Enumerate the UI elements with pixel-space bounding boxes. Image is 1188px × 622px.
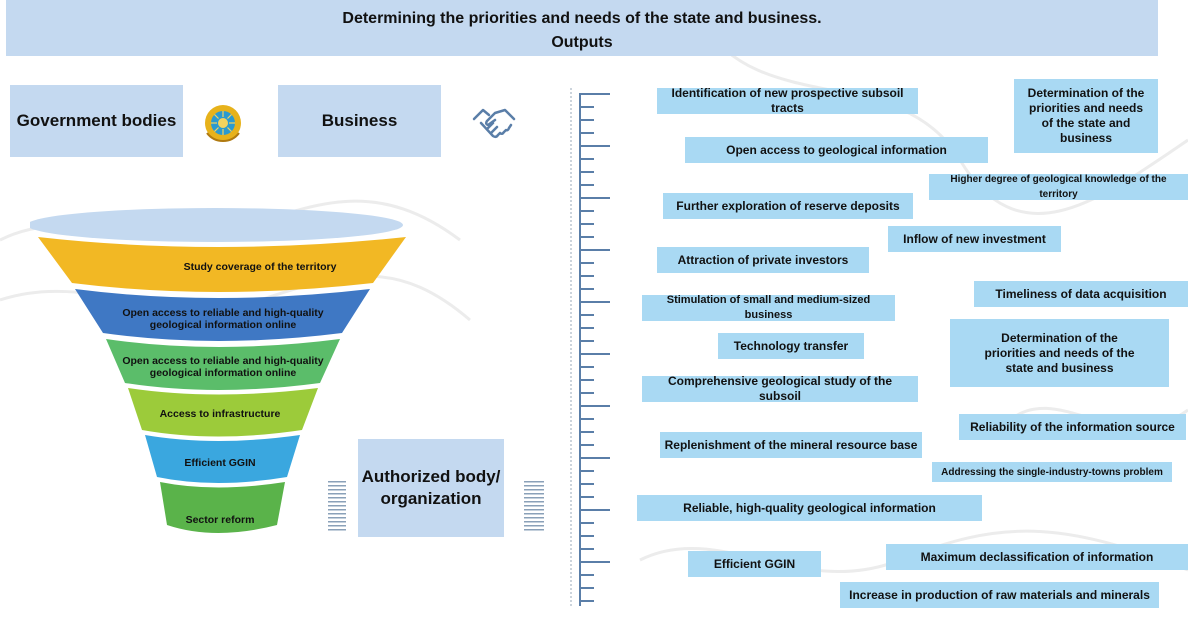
output-item: Attraction of private investors: [657, 247, 869, 273]
authorized-body-box: Authorized body/ organization: [358, 439, 504, 537]
output-item: Increase in production of raw materials …: [840, 582, 1159, 608]
output-item: Addressing the single-industry-towns pro…: [932, 462, 1172, 482]
output-item: Determination of the priorities and need…: [1014, 79, 1158, 153]
funnel-label-6: Sector reform: [185, 514, 255, 526]
output-item: Stimulation of small and medium-sized bu…: [642, 294, 895, 321]
output-item: Reliability of the information source: [959, 414, 1186, 440]
header-subtitle: Outputs: [551, 34, 613, 51]
priorities-funnel: [30, 208, 406, 533]
output-item: Identification of new prospective subsoi…: [657, 86, 918, 115]
funnel-level-2: [75, 289, 370, 341]
output-item: Technology transfer: [718, 333, 864, 359]
output-item: Higher degree of geological knowledge of…: [929, 174, 1188, 200]
government-bodies-box: Government bodies: [10, 85, 183, 157]
output-item: Inflow of new investment: [888, 226, 1061, 252]
outputs-ruler: [570, 88, 610, 606]
output-item: Open access to geological information: [685, 137, 988, 163]
header-banner: Determining the priorities and needs of …: [6, 0, 1158, 56]
output-item: Efficient GGIN: [688, 551, 821, 577]
funnel-level-6: [160, 482, 285, 533]
output-item: Further exploration of reserve deposits: [663, 193, 913, 219]
output-item: Comprehensive geological study of the su…: [642, 374, 918, 403]
funnel-top-rim: [30, 208, 403, 242]
header-title: Determining the priorities and needs of …: [342, 10, 822, 27]
funnel-level-5: [145, 435, 300, 483]
funnel-label-2: Open access to reliable and high-quality…: [122, 307, 324, 331]
funnel-label-5: Efficient GGIN: [184, 457, 256, 469]
output-item: Determination of the priorities and need…: [950, 319, 1169, 387]
output-item: Replenishment of the mineral resource ba…: [660, 432, 922, 458]
dotted-connector-left: [328, 481, 346, 531]
business-box: Business: [278, 85, 441, 157]
kazakhstan-emblem-icon: [205, 105, 241, 143]
funnel-label-3: Open access to reliable and high-quality…: [122, 355, 324, 379]
output-item: Reliable, high-quality geological inform…: [637, 495, 982, 521]
funnel-level-4: [128, 388, 318, 437]
funnel-level-1: [38, 237, 406, 292]
dotted-connector-right: [524, 481, 544, 531]
output-item: Timeliness of data acquisition: [974, 281, 1188, 307]
funnel-label-1: Study coverage of the territory: [183, 261, 337, 273]
funnel-level-3: [106, 339, 340, 390]
output-item: Maximum declassification of information: [886, 544, 1188, 570]
handshake-icon: [472, 108, 516, 139]
funnel-label-4: Access to infrastructure: [159, 408, 281, 420]
